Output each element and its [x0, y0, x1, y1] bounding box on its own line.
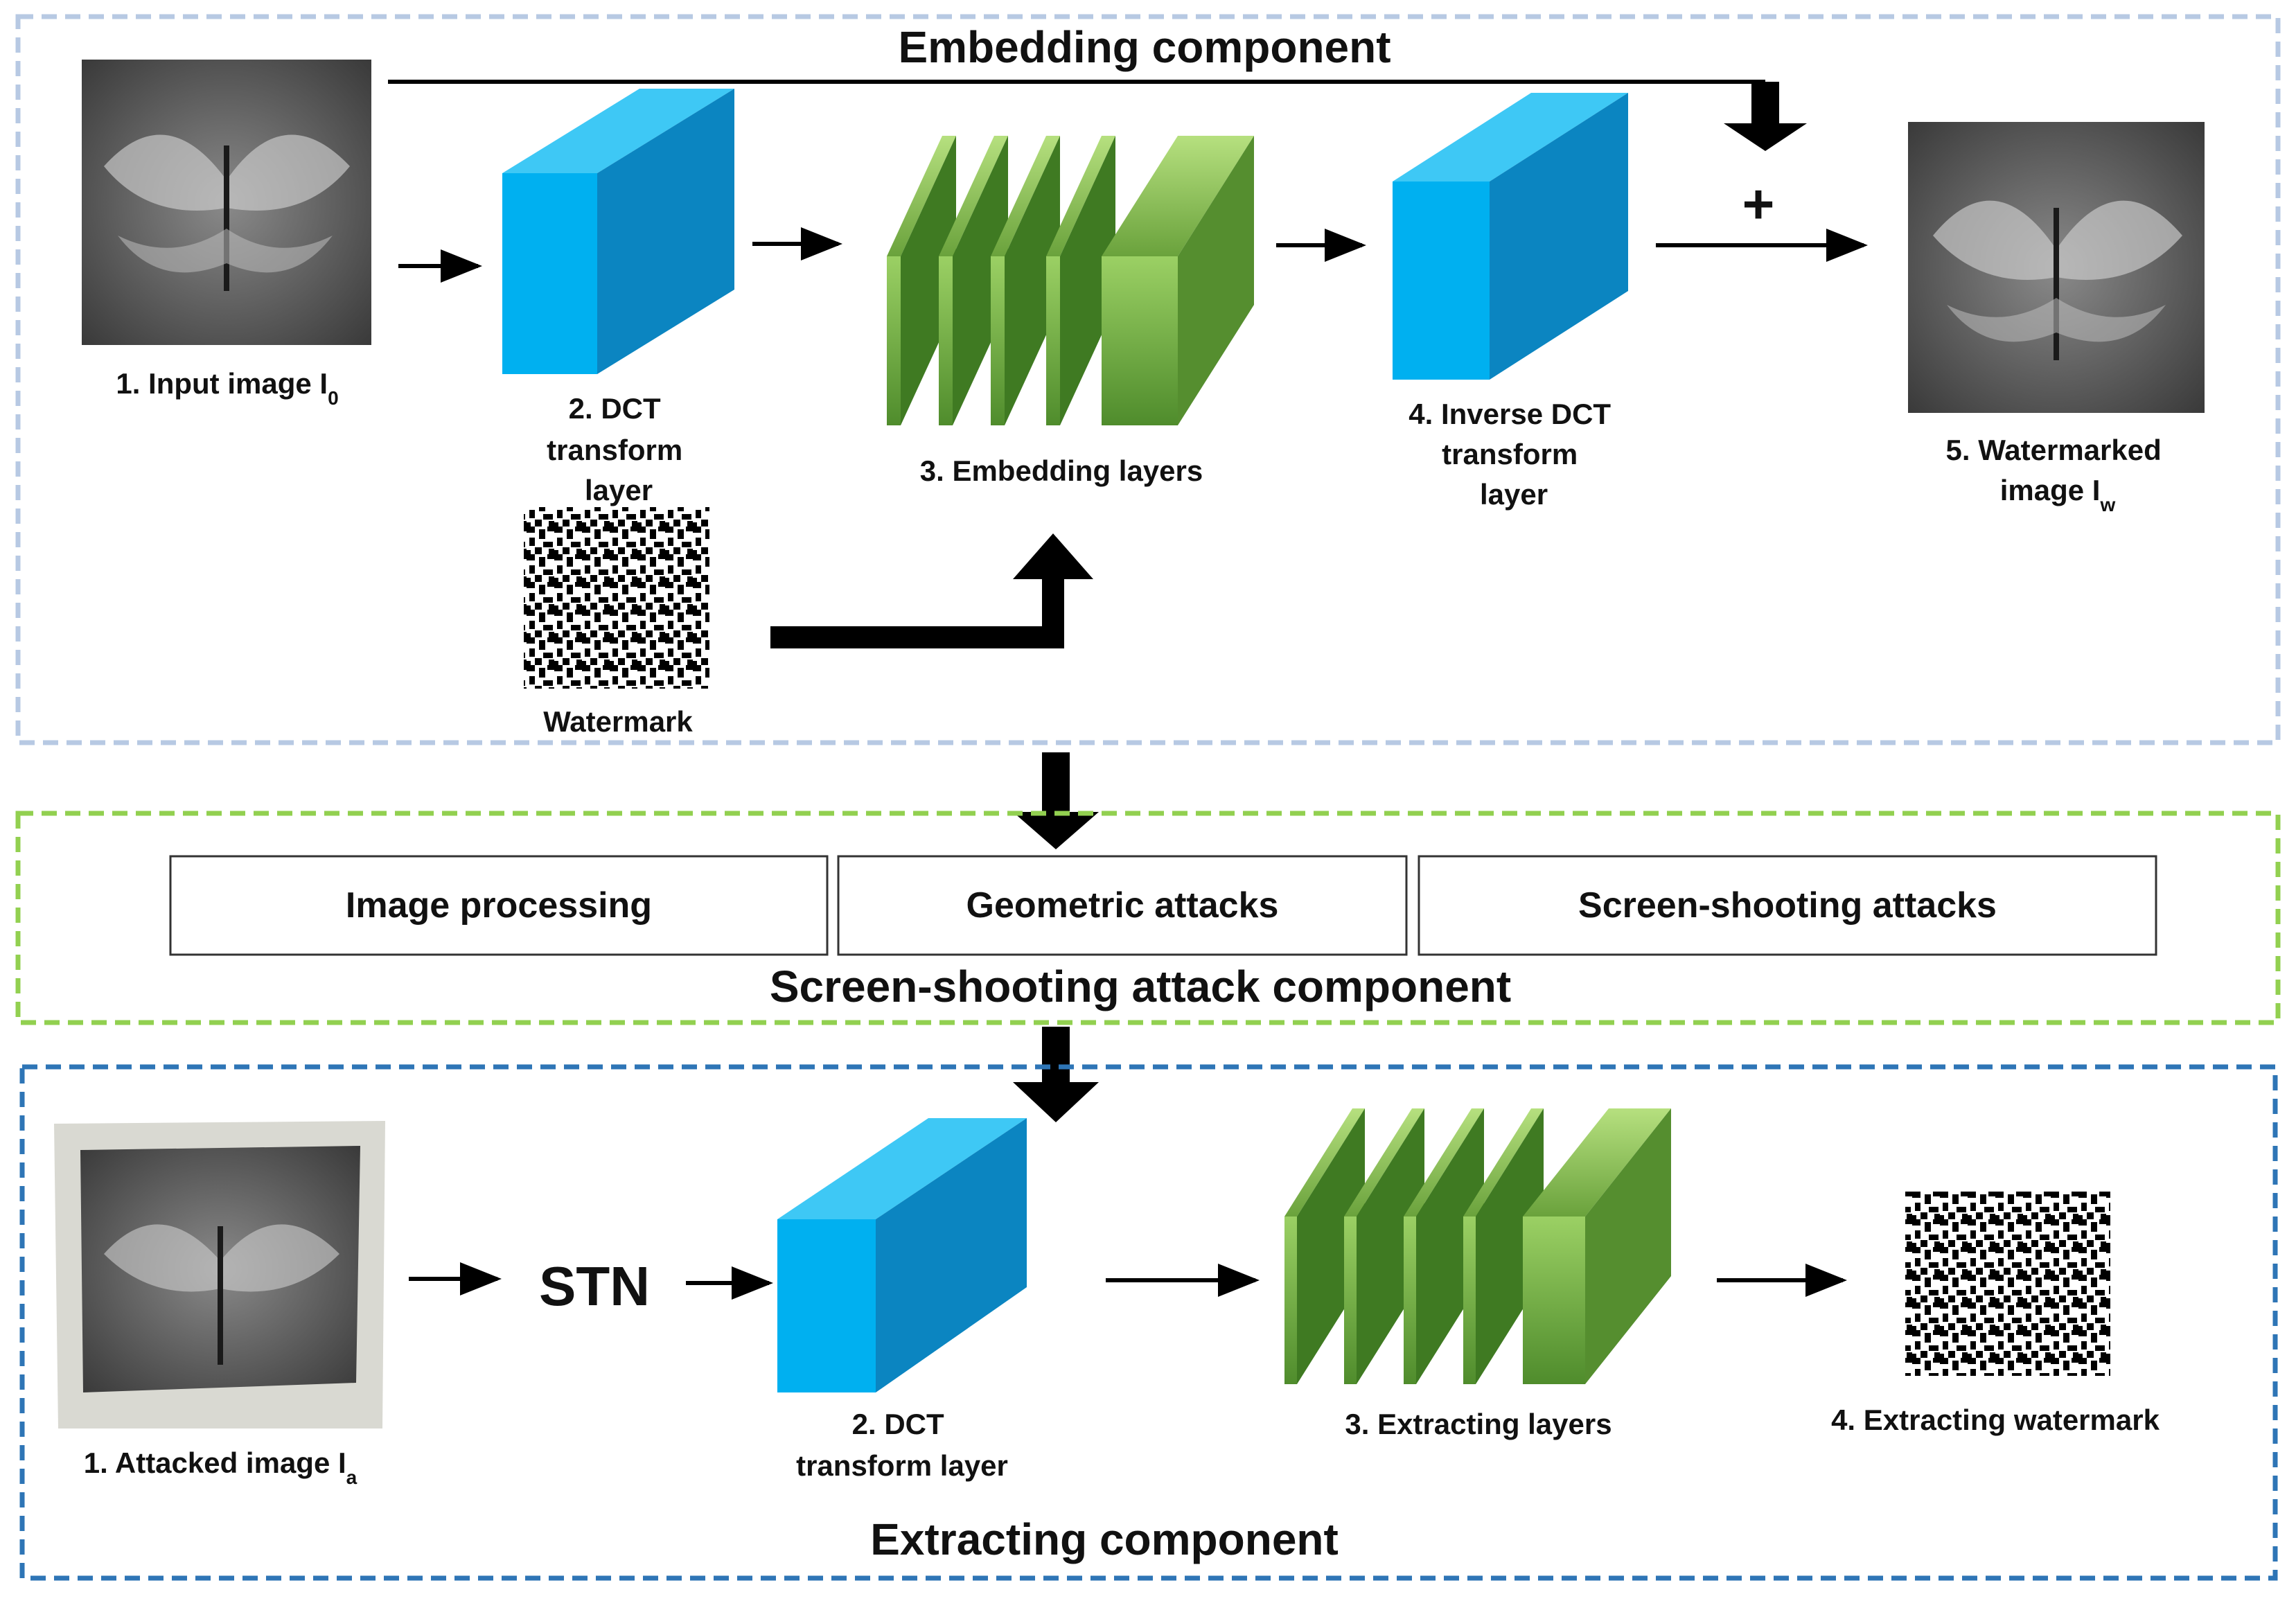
watermarked-image-label: 5. Watermarked image Iw	[1946, 434, 2170, 515]
attack-box-screen-shooting: Screen-shooting attacks	[1418, 855, 2157, 956]
extract-dct-block	[777, 1118, 1027, 1392]
svg-text:Image processing: Image processing	[346, 885, 652, 926]
plus-symbol: +	[1742, 173, 1775, 235]
dct-label: 2. DCT transform layer	[547, 392, 691, 506]
attacked-image-label: 1. Attacked image Ia	[84, 1447, 357, 1488]
dct-transform-block	[502, 89, 734, 374]
input-image	[82, 60, 371, 345]
embedding-layers-stack	[887, 136, 1254, 425]
embedding-section-title: Embedding component	[898, 22, 1390, 72]
extracting-layers-stack	[1284, 1108, 1671, 1384]
arrow-attack-to-extracting	[1013, 1027, 1099, 1122]
arrow-embedding-to-attack	[1013, 752, 1099, 849]
watermark-label: Watermark	[543, 705, 693, 738]
watermark-image	[524, 507, 709, 689]
attack-section-title: Screen-shooting attack component	[770, 962, 1511, 1011]
skip-connection-arrow	[388, 80, 1807, 151]
svg-text:Geometric attacks: Geometric attacks	[966, 885, 1279, 926]
attack-box-geometric: Geometric attacks	[837, 855, 1408, 956]
inverse-dct-label: 4. Inverse DCT transform layer	[1408, 398, 1618, 511]
stn-label: STN	[539, 1255, 650, 1317]
attack-box-image-processing: Image processing	[169, 855, 829, 956]
inverse-dct-block	[1393, 93, 1628, 380]
svg-text:Screen-shooting attacks: Screen-shooting attacks	[1578, 885, 1997, 926]
extracting-section-border	[19, 1064, 2278, 1581]
extract-dct-label: 2. DCT transform layer	[796, 1408, 1008, 1482]
extracting-section-title: Extracting component	[870, 1514, 1339, 1564]
input-image-label: 1. Input image I0	[116, 367, 338, 409]
watermarked-image	[1908, 122, 2205, 413]
embedding-section-border	[15, 14, 2281, 745]
attacked-image	[54, 1121, 385, 1428]
embedding-layers-label: 3. Embedding layers	[920, 454, 1203, 487]
extracted-watermark-image	[1905, 1192, 2110, 1376]
watermark-to-embed-arrow	[770, 533, 1093, 648]
extracted-watermark-label: 4. Extracting watermark	[1831, 1404, 2160, 1436]
extracting-layers-label: 3. Extracting layers	[1345, 1408, 1611, 1440]
attack-section-border	[15, 811, 2281, 1025]
